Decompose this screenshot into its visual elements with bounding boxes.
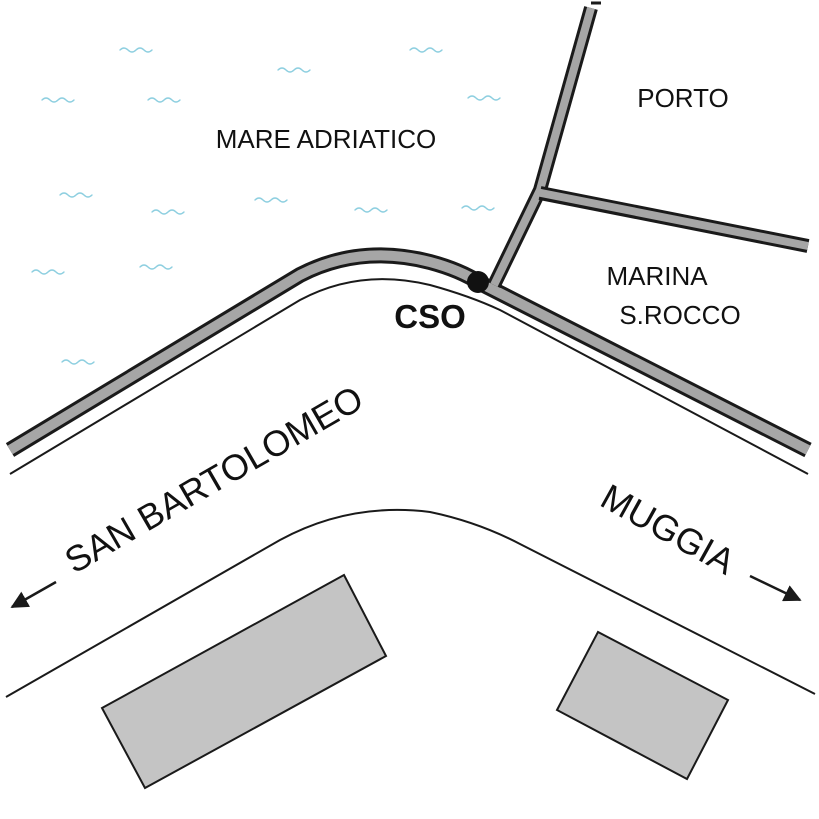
wave-icon xyxy=(119,47,153,53)
marina-label-line2: S.ROCCO xyxy=(619,300,740,330)
inland-road xyxy=(5,508,816,698)
wave-icon xyxy=(41,97,75,103)
wave-icon xyxy=(277,67,311,73)
buildings xyxy=(100,573,730,790)
wave-icon xyxy=(354,207,388,213)
port-label: PORTO xyxy=(637,83,729,113)
building-east xyxy=(555,630,730,781)
port-road xyxy=(487,1,810,289)
wave-icon xyxy=(461,205,495,211)
wave-icon xyxy=(61,359,95,365)
wave-icon xyxy=(59,192,93,198)
sea-label: MARE ADRIATICO xyxy=(216,124,437,154)
wave-icon xyxy=(31,269,65,275)
wave-icon xyxy=(254,197,288,203)
sea-waves xyxy=(31,47,501,365)
west-direction-label: SAN BARTOLOMEO xyxy=(58,377,370,581)
station-dot-icon xyxy=(467,271,489,293)
arrow-right-down-icon xyxy=(749,574,802,602)
wave-icon xyxy=(147,97,181,103)
coastal-road-inner-line xyxy=(9,278,809,475)
marina-label-line1: MARINA xyxy=(606,261,708,291)
station-label: CSO xyxy=(394,298,466,335)
wave-icon xyxy=(467,95,501,101)
coastal-road-fill xyxy=(7,250,811,455)
building-west xyxy=(100,573,388,790)
wave-icon xyxy=(151,209,185,215)
east-direction-label: MUGGIA xyxy=(594,476,742,583)
coastal-road xyxy=(5,247,812,475)
wave-icon xyxy=(139,264,173,270)
port-branch-road-fill xyxy=(535,188,809,250)
wave-icon xyxy=(409,47,443,53)
arrow-left-down-icon xyxy=(10,580,57,609)
